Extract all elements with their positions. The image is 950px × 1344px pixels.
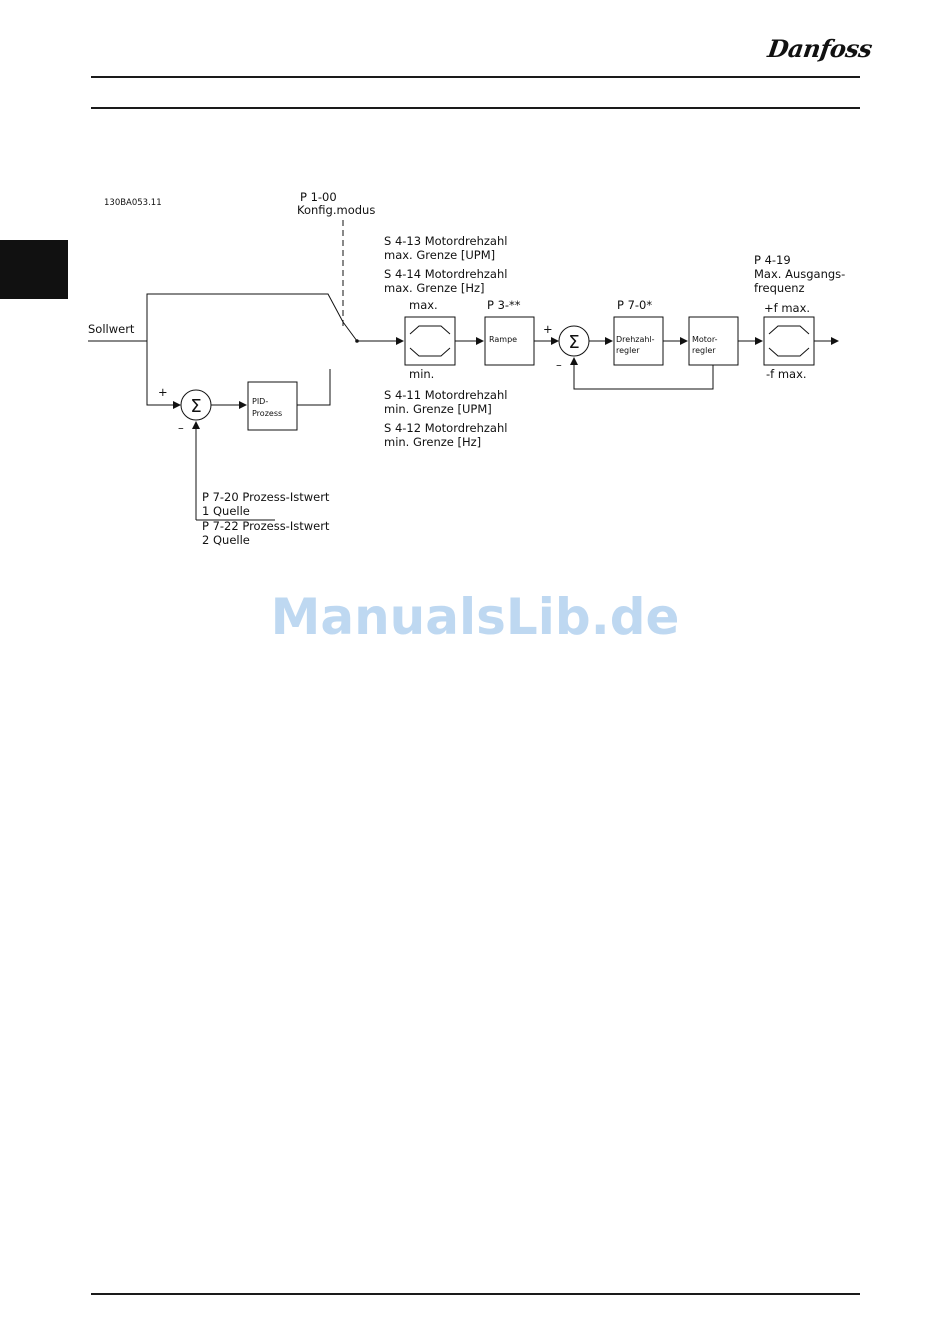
max-limit-2-line1: S 4-14 Motordrehzahl <box>384 267 507 281</box>
limiter-min-label: min. <box>409 367 434 381</box>
pid-sum-minus: – <box>178 421 184 435</box>
pid-branch-line <box>146 341 181 409</box>
pid-label-line1: PID- <box>252 397 268 406</box>
freq-limiter-max-label: +f max. <box>764 301 810 315</box>
header-rule-bottom <box>91 107 860 109</box>
header-rule-top <box>91 76 860 78</box>
direct-path-line <box>146 293 344 341</box>
config-label: Konfig.modus <box>297 203 375 217</box>
motor-ctrl-line2: regler <box>692 346 716 355</box>
speed-sum-minus: – <box>556 358 562 372</box>
feedback-1-line1: P 7-20 Prozess-Istwert <box>202 490 330 504</box>
feedback-2-line2: 2 Quelle <box>202 533 250 547</box>
setpoint-label: Sollwert <box>88 322 135 336</box>
feedback-2-line1: P 7-22 Prozess-Istwert <box>202 519 330 533</box>
speed-ctrl-line1: Drehzahl- <box>616 335 655 344</box>
chapter-tab-marker <box>0 240 68 299</box>
ramp-param: P 3-** <box>487 298 521 312</box>
freq-limiter-curve-top <box>768 325 810 335</box>
max-limit-1-line1: S 4-13 Motordrehzahl <box>384 234 507 248</box>
motor-ctrl-line1: Motor- <box>692 335 718 344</box>
config-param: P 1-00 <box>300 190 337 204</box>
freq-limiter-min-label: -f max. <box>766 367 807 381</box>
pid-label-line2: Prozess <box>252 409 282 418</box>
limiter-curve-top <box>409 325 451 335</box>
feedback-1-line2: 1 Quelle <box>202 504 250 518</box>
pid-sum-plus: + <box>158 385 168 399</box>
speed-ctrl-param: P 7-0* <box>617 298 652 312</box>
pid-sigma-icon: Σ <box>190 396 201 417</box>
pid-process-block <box>247 381 298 431</box>
min-limit-1-line1: S 4-11 Motordrehzahl <box>384 388 507 402</box>
limiter-max-label: max. <box>409 298 438 312</box>
max-limit-2-line2: max. Grenze [Hz] <box>384 281 485 295</box>
output-freq-line1: P 4-19 <box>754 253 791 267</box>
watermark: ManualsLib.de <box>270 588 680 646</box>
output-freq-line2: Max. Ausgangs- <box>754 267 845 281</box>
max-limit-1-line2: max. Grenze [UPM] <box>384 248 495 262</box>
freq-limiter-block <box>763 316 815 366</box>
freq-limiter-curve-bottom <box>768 347 810 357</box>
switch-blade <box>342 321 358 342</box>
figure-code: 130BA053.11 <box>104 198 162 208</box>
limiter-curve-bottom <box>409 347 451 357</box>
footer-rule <box>91 1293 860 1295</box>
ramp-label: Rampe <box>489 335 517 344</box>
speed-sigma-icon: Σ <box>568 332 579 353</box>
speed-controller-block <box>613 316 664 366</box>
min-limit-2-line2: min. Grenze [Hz] <box>384 435 481 449</box>
speed-ctrl-line2: regler <box>616 346 640 355</box>
min-limit-2-line1: S 4-12 Motordrehzahl <box>384 421 507 435</box>
speed-limiter-block <box>404 316 456 366</box>
speed-feedback-loop <box>570 357 714 390</box>
min-limit-1-line2: min. Grenze [UPM] <box>384 402 492 416</box>
pid-output-line <box>297 369 331 406</box>
output-freq-line3: frequenz <box>754 281 805 295</box>
speed-sum-plus: + <box>543 322 553 336</box>
